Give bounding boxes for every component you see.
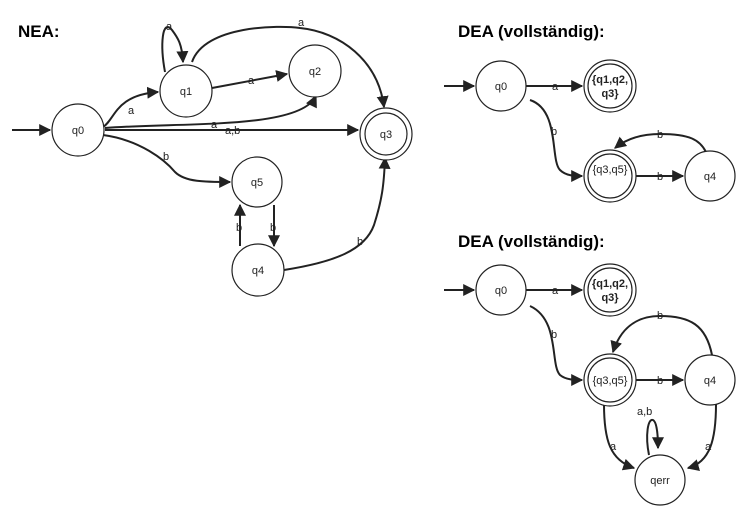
dea2-label-q0-q35: b <box>551 329 557 341</box>
dea1-state-q0: q0 <box>475 60 527 112</box>
dea1-label-q35-q4: b <box>657 171 663 183</box>
dea2-edge-q0-q35 <box>529 305 584 386</box>
nea-label-q4-q3: b <box>357 236 363 248</box>
nea-edge-q0-q1 <box>102 86 160 128</box>
nea-label-q0-q3: a,b <box>225 125 240 137</box>
dea2-label-q4-qerr: a <box>705 441 712 453</box>
svg-text:q0: q0 <box>72 125 84 137</box>
svg-text:qerr: qerr <box>650 475 670 487</box>
dea2-edge-qerr-self <box>646 418 664 456</box>
nea-edge-q1-q3 <box>191 25 389 109</box>
nea-automaton: q0 q1 q2 q3 q5 q4 a a a a a a,b b b <box>12 17 413 297</box>
nea-edge-q0-q2 <box>104 94 317 129</box>
dea1-state-q4: q4 <box>684 150 736 202</box>
svg-text:{q3,q5}: {q3,q5} <box>593 375 628 387</box>
dea2-label-qerr-self: a,b <box>637 406 652 418</box>
dea1-automaton: q0 {q1,q2, q3} {q3,q5} q4 a b b b <box>444 59 736 203</box>
svg-text:q0: q0 <box>495 285 507 297</box>
nea-state-q5: q5 <box>231 156 283 208</box>
dea2-label-q4-q35: b <box>657 310 663 322</box>
svg-text:q3}: q3} <box>601 292 619 304</box>
dea1-edge-q0-q35 <box>529 99 584 182</box>
svg-text:q4: q4 <box>704 171 716 183</box>
dea2-edge-q35-qerr <box>603 403 636 471</box>
dea1-edge-q4-q35 <box>614 132 707 153</box>
nea-state-q4: q4 <box>231 243 285 297</box>
dea2-label-q0-s123: a <box>552 285 559 297</box>
svg-text:{q1,q2,: {q1,q2, <box>592 74 628 86</box>
nea-label-q4-q5: b <box>236 222 242 234</box>
nea-label-q1-self: a <box>166 21 173 33</box>
svg-text:q0: q0 <box>495 81 507 93</box>
svg-text:q3}: q3} <box>601 88 619 100</box>
nea-edge-q1-q2 <box>211 70 289 89</box>
dea1-label-q0-q35: b <box>551 126 557 138</box>
dea1-state-q35: {q3,q5} <box>583 149 637 203</box>
dea2-state-qerr: qerr <box>634 454 686 506</box>
dea2-label-q35-q4: b <box>657 375 663 387</box>
nea-state-q2: q2 <box>288 44 342 98</box>
nea-label-q0-q1: a <box>128 105 135 117</box>
nea-state-q3: q3 <box>359 107 413 161</box>
svg-text:q5: q5 <box>251 177 263 189</box>
nea-label-q1-q3: a <box>298 17 305 29</box>
svg-text:q4: q4 <box>704 375 716 387</box>
dea2-title: DEA (vollständig): <box>458 232 605 251</box>
dea2-state-s123: {q1,q2, q3} <box>583 263 637 317</box>
svg-text:q1: q1 <box>180 86 192 98</box>
dea1-label-q4-q35: b <box>657 129 663 141</box>
dea2-edge-q4-qerr <box>686 403 717 471</box>
nea-edge-q1-self <box>161 26 189 73</box>
dea2-edge-q4-q35 <box>610 314 713 356</box>
nea-state-q0: q0 <box>51 103 105 157</box>
dea2-state-q0: q0 <box>475 264 527 316</box>
svg-text:{q3,q5}: {q3,q5} <box>593 164 628 176</box>
nea-label-q0-q2: a <box>211 119 218 131</box>
nea-edge-q4-q3 <box>283 156 391 271</box>
dea1-title: DEA (vollständig): <box>458 22 605 41</box>
nea-state-q1: q1 <box>159 64 213 118</box>
svg-text:q2: q2 <box>309 66 321 78</box>
dea1-state-s123: {q1,q2, q3} <box>583 59 637 113</box>
dea2-label-q35-qerr: a <box>610 441 617 453</box>
dea2-state-q4: q4 <box>684 354 736 406</box>
nea-label-q0-q5: b <box>163 151 169 163</box>
dea2-automaton: q0 {q1,q2, q3} {q3,q5} q4 qerr a b b b a… <box>444 263 736 506</box>
dea2-state-q35: {q3,q5} <box>583 353 637 407</box>
svg-text:{q1,q2,: {q1,q2, <box>592 278 628 290</box>
nea-edge-q0-q5 <box>102 134 232 188</box>
dea1-label-q0-s123: a <box>552 81 559 93</box>
svg-text:q3: q3 <box>380 129 392 141</box>
nea-title: NEA: <box>18 22 60 41</box>
nea-label-q1-q2: a <box>248 75 255 87</box>
svg-text:q4: q4 <box>252 265 264 277</box>
nea-label-q5-q4: b <box>270 222 276 234</box>
